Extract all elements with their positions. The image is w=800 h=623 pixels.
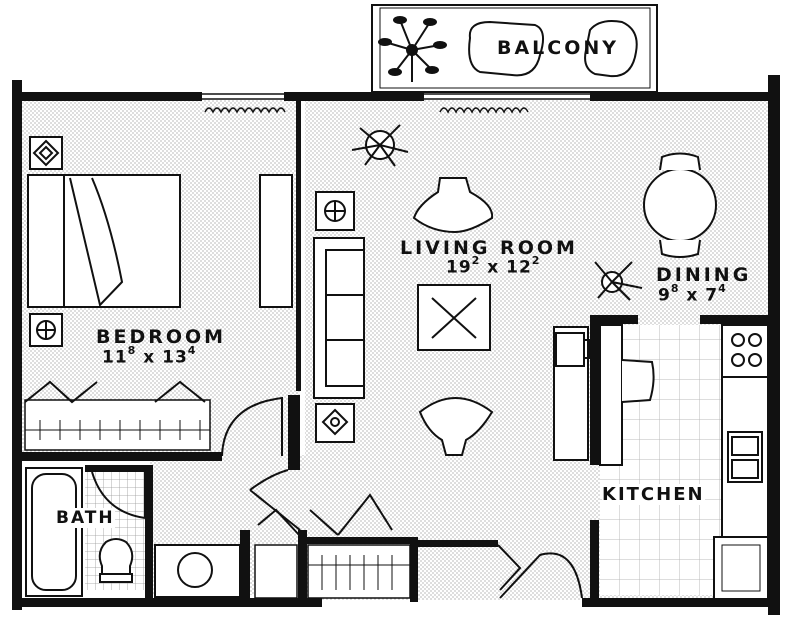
living-dim-b: x 12 <box>487 257 532 278</box>
bath-door <box>91 471 146 519</box>
linen-closet <box>254 544 298 599</box>
doors <box>91 396 583 599</box>
wall-kitchen-left-lower <box>590 520 599 605</box>
balcony-chair-right <box>584 20 638 78</box>
dining-plant-icon <box>594 261 643 301</box>
wall-outer-top-left <box>12 92 202 101</box>
balcony-label: BALCONY <box>497 37 620 59</box>
kitchen-stool <box>621 359 655 403</box>
wall-outer-top-right <box>590 92 780 101</box>
bedroom-dim-a: 11 <box>102 347 128 368</box>
wall-kitchen-top-right <box>700 315 770 324</box>
closet-hanger-rod <box>25 420 210 440</box>
balcony-rail <box>379 7 651 89</box>
bed-sheet-fold <box>69 177 124 308</box>
hall-fixtures <box>154 544 411 599</box>
dining-chair-top <box>659 152 701 171</box>
water-heater-icon <box>177 552 213 588</box>
closet-door-right <box>497 544 522 591</box>
chair-top <box>412 177 494 234</box>
bedroom-dim-a-sup: 8 <box>127 344 137 357</box>
wall-closet-right <box>410 537 418 602</box>
living-dim-b-sup: 2 <box>531 254 541 267</box>
wall-outer-right <box>768 75 780 615</box>
phone-icon <box>321 408 349 436</box>
dining-table <box>643 168 717 242</box>
dining-furniture <box>594 152 717 301</box>
sofa <box>313 237 365 399</box>
dining-dim-a-sup: 8 <box>670 282 680 295</box>
dining-dim-b-sup: 4 <box>718 282 727 295</box>
refrigerator <box>713 536 769 600</box>
dining-dimensions: 98 x 74 <box>658 282 727 306</box>
kitchen-counter-left <box>599 324 623 466</box>
dining-dim-a: 9 <box>658 285 671 306</box>
balcony <box>371 4 658 93</box>
kitchen-label: KITCHEN <box>602 484 705 505</box>
wall-outer-left <box>12 80 22 610</box>
kitchen-fixtures <box>599 324 769 600</box>
toilet-icon <box>98 538 134 576</box>
wall-bath-top <box>85 465 153 472</box>
nightstand-lamp-icon <box>32 139 60 167</box>
tv-icon <box>555 332 585 367</box>
balcony-plant-icon <box>378 16 447 82</box>
kitchen-sink <box>727 431 763 483</box>
living-dim-a: 19 <box>446 257 472 278</box>
wall-bedroom-bottom <box>22 452 222 461</box>
living-room-dimensions: 192 x 122 <box>446 254 541 278</box>
bedroom-dimensions: 118 x 134 <box>102 344 197 368</box>
wall-outer-bottom <box>12 598 322 607</box>
nightstand-bottom <box>29 313 63 347</box>
living-furniture <box>313 124 591 461</box>
bath-fixtures <box>25 467 134 597</box>
wall-outer-top-mid <box>284 92 424 101</box>
wall-hall-left <box>240 530 250 602</box>
wall-bed-living-lower <box>288 395 300 470</box>
bathtub <box>25 467 83 597</box>
dining-dim-b: x 7 <box>686 285 719 306</box>
living-dim-a-sup: 2 <box>471 254 481 267</box>
bath-label: BATH <box>56 508 115 528</box>
walls <box>12 75 780 615</box>
dining-chair-bottom <box>659 239 701 258</box>
living-plant-icon <box>351 124 409 167</box>
chair-bottom <box>418 397 494 456</box>
wall-bed-living <box>296 101 301 391</box>
wall-closet2-top <box>418 540 498 547</box>
balcony-chair-left <box>468 20 545 77</box>
bedroom-closet-doors <box>24 380 206 404</box>
entry-door <box>499 552 583 599</box>
wall-kitchen-top-left <box>590 315 638 324</box>
wall-kitchen-left <box>590 315 599 465</box>
bedroom-door <box>221 396 283 457</box>
bedroom-dim-b-sup: 4 <box>187 344 197 357</box>
window-bedroom-curtain <box>204 107 286 114</box>
bedroom-furniture <box>24 136 293 451</box>
living-room-label: LIVING ROOM <box>400 237 578 259</box>
stove <box>721 324 769 378</box>
wall-outer-bottom-right <box>582 598 780 607</box>
windows <box>202 93 590 114</box>
wall-bath-right <box>145 468 153 603</box>
bed-headboard <box>27 174 65 308</box>
hall-door-2 <box>257 508 301 537</box>
dresser <box>259 174 293 308</box>
window-living-curtain <box>439 107 529 114</box>
bedroom-label: BEDROOM <box>96 326 227 348</box>
wall-hall-center <box>298 530 307 602</box>
closet-door-left <box>309 493 393 536</box>
bedroom-dim-b: x 13 <box>143 347 188 368</box>
hall-closet <box>307 544 411 599</box>
wall-closet-top <box>300 537 415 544</box>
stove-burner-icon <box>731 333 745 347</box>
bedroom-closet <box>24 399 211 451</box>
dining-label: DINING <box>656 264 752 286</box>
